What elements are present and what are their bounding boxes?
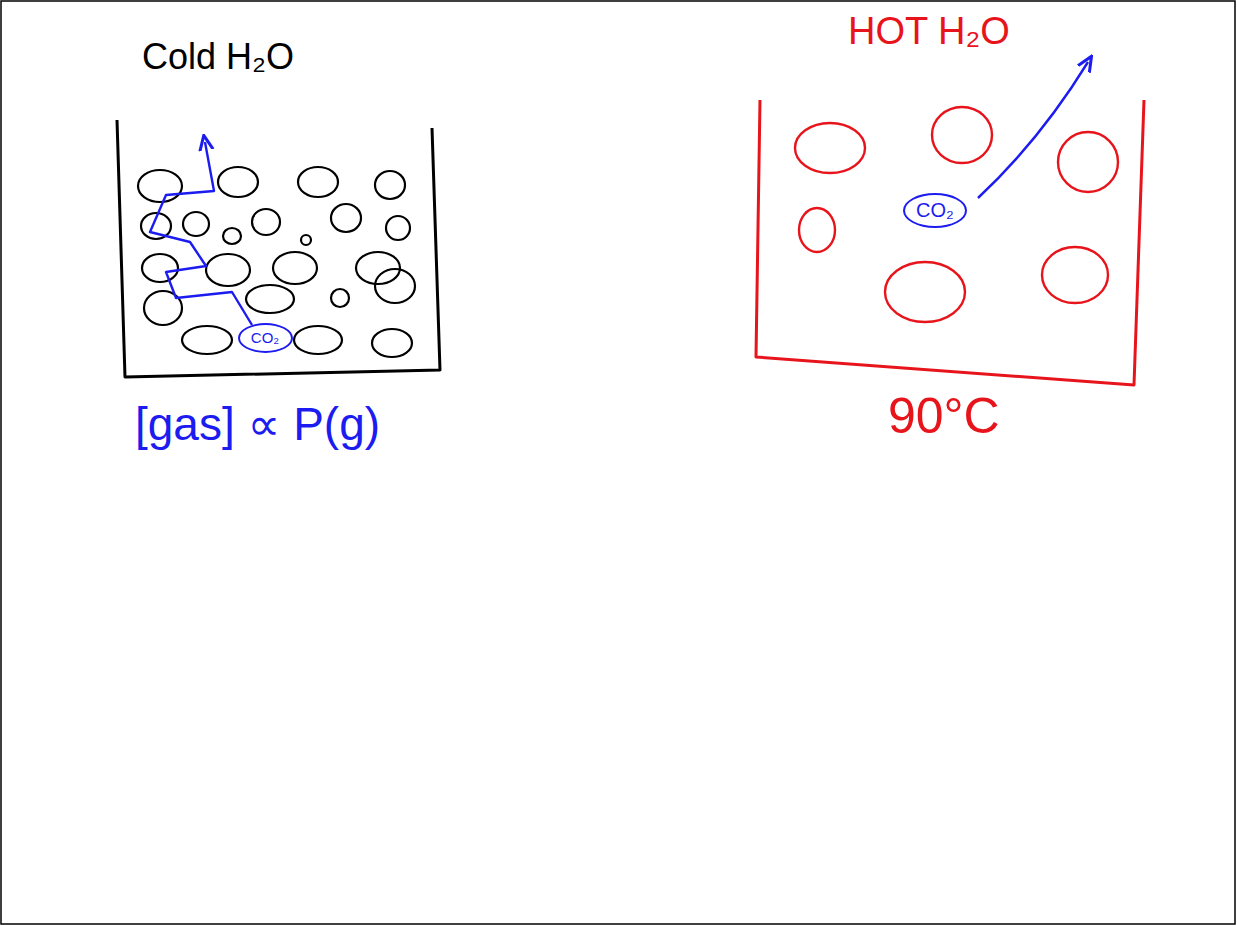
beaker-heading: HOT H₂O	[848, 10, 1010, 54]
co2-molecule: CO₂	[903, 193, 967, 228]
beaker-heading: Cold H₂O	[142, 36, 294, 77]
molecule-label: CO₂	[916, 199, 954, 222]
henry-law-note: [gas] ∝ P(g)	[135, 398, 380, 451]
cold-beaker	[117, 120, 440, 377]
hot-water-beaker: HOT H₂O CO₂	[750, 0, 1150, 390]
co2-molecule: CO₂	[238, 323, 293, 353]
temperature-label: 90°C	[888, 388, 1000, 446]
escape-arrow	[978, 62, 1088, 198]
hot-beaker	[756, 100, 1144, 385]
water-molecules	[138, 167, 415, 357]
water-molecules	[795, 107, 1118, 322]
diffusion-path	[150, 142, 252, 325]
molecule-label: CO₂	[251, 329, 279, 346]
cold-water-beaker: Cold H₂O CO₂	[110, 30, 455, 380]
